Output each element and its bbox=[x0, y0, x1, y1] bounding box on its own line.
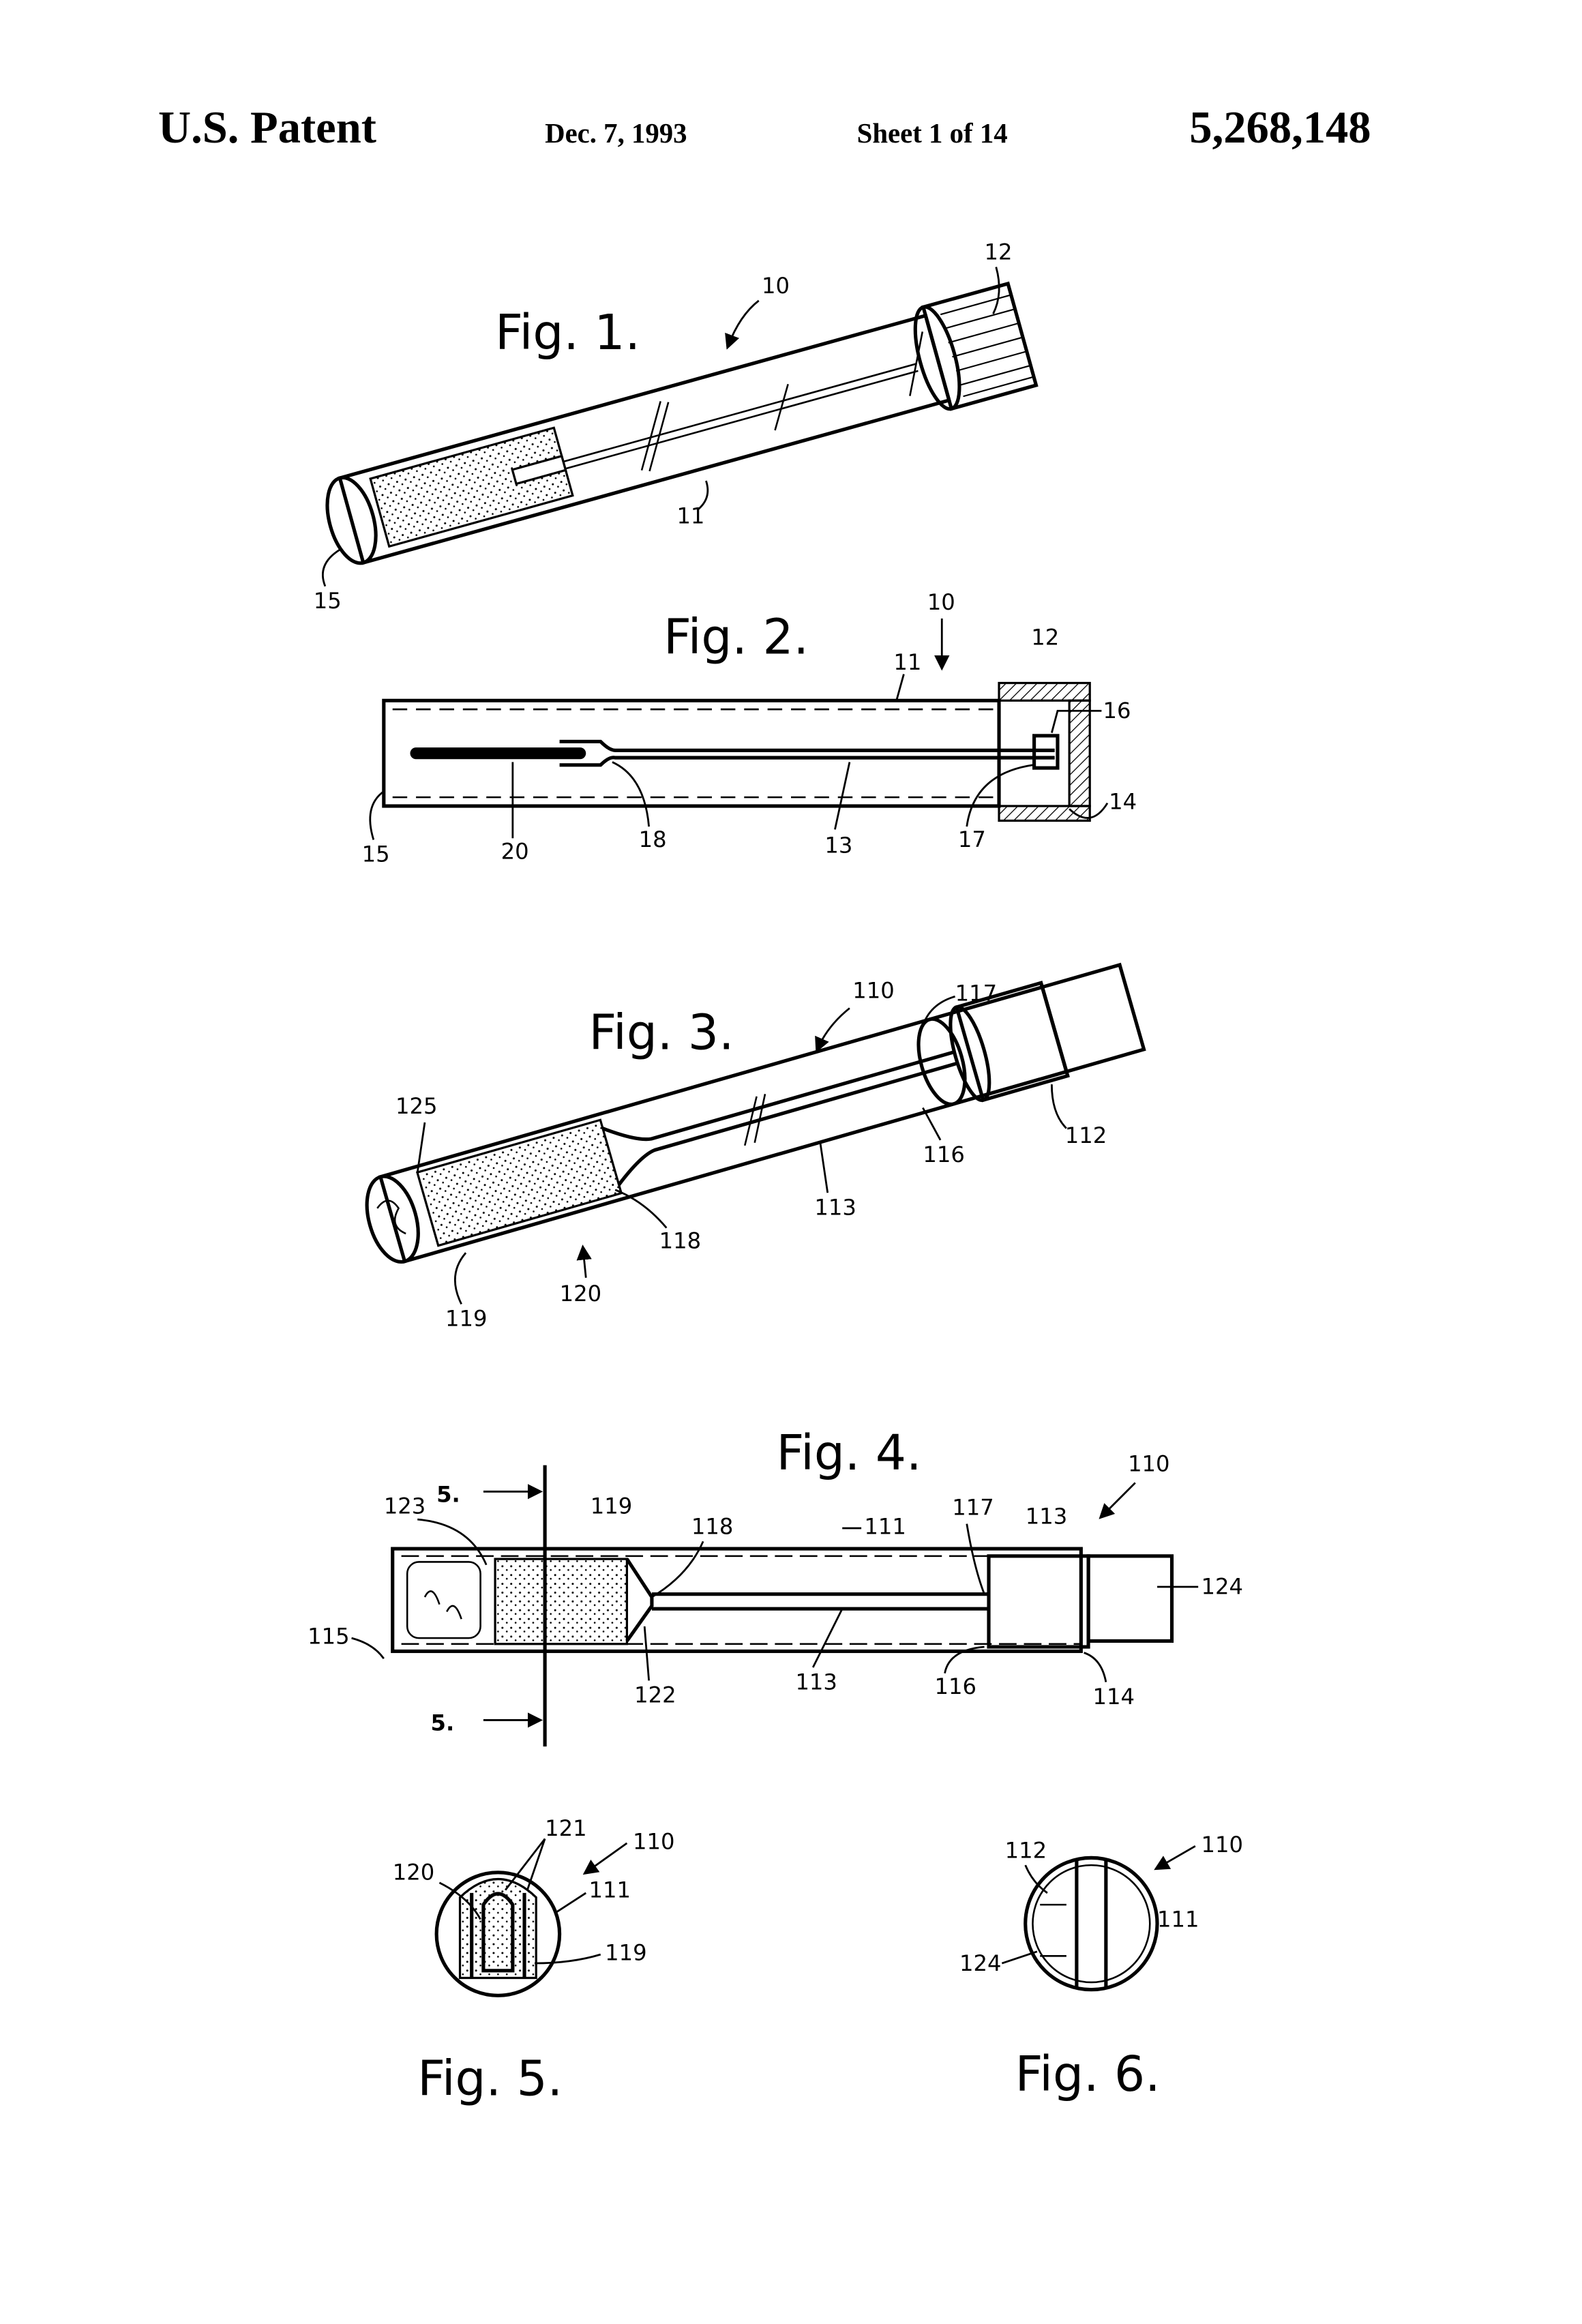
figure-1-title: Fig. 1. bbox=[495, 304, 640, 361]
label-119: 119 bbox=[605, 1940, 647, 1966]
figure-1: Fig. 1. 10 12 11 15 bbox=[314, 239, 1039, 614]
patent-date: Dec. 7, 1993 bbox=[545, 118, 687, 149]
swab-tube-perspective bbox=[365, 962, 1146, 1264]
label-112: 112 bbox=[1005, 1837, 1047, 1863]
label-110: 110 bbox=[633, 1828, 675, 1854]
label-15: 15 bbox=[314, 588, 342, 614]
cap bbox=[921, 281, 1039, 411]
label-124: 124 bbox=[1201, 1574, 1243, 1600]
label-119: 119 bbox=[591, 1493, 633, 1519]
label-16: 16 bbox=[1103, 698, 1131, 724]
label-110: 110 bbox=[1201, 1832, 1243, 1858]
label-17: 17 bbox=[958, 826, 986, 852]
label-14: 14 bbox=[1109, 788, 1137, 814]
figure-3: Fig. 3. 110 117 125 116 112 113 118 119 … bbox=[365, 962, 1146, 1332]
label-123: 123 bbox=[384, 1493, 426, 1519]
tube-section bbox=[382, 698, 1001, 808]
cross-section-circle bbox=[434, 1871, 562, 1997]
label-116: 116 bbox=[923, 1142, 965, 1167]
label-15: 15 bbox=[362, 841, 390, 867]
label-111: 111 bbox=[589, 1877, 631, 1903]
label-110: 110 bbox=[1128, 1450, 1170, 1476]
label-18: 18 bbox=[639, 826, 667, 852]
label-20: 20 bbox=[501, 838, 529, 864]
figure-6-title: Fig. 6. bbox=[1015, 2046, 1161, 2102]
label-114: 114 bbox=[1093, 1684, 1135, 1710]
label-118: 118 bbox=[659, 1228, 701, 1254]
cap-section bbox=[998, 681, 1091, 702]
label-115: 115 bbox=[308, 1624, 349, 1650]
label-124: 124 bbox=[959, 1950, 1002, 1976]
label-118: 118 bbox=[691, 1514, 734, 1540]
figure-5: 121 110 120 111 119 Fig. 5. bbox=[393, 1815, 675, 2106]
label-125: 125 bbox=[395, 1093, 438, 1119]
figure-5-title: Fig. 5. bbox=[417, 2050, 563, 2106]
sheet-number: Sheet 1 of 14 bbox=[857, 118, 1008, 149]
label-12: 12 bbox=[985, 239, 1013, 265]
ampoule bbox=[406, 1561, 481, 1639]
label-117: 117 bbox=[952, 1495, 994, 1521]
label-110: 110 bbox=[852, 977, 895, 1003]
tube-end bbox=[325, 475, 378, 565]
swab-head bbox=[410, 747, 586, 760]
sheet-header: U.S. Patent Dec. 7, 1993 Sheet 1 of 14 5… bbox=[158, 103, 1371, 153]
label-113: 113 bbox=[1026, 1504, 1068, 1530]
section-marker-5-top: 5. bbox=[436, 1481, 460, 1507]
patent-number: 5,268,148 bbox=[1189, 103, 1371, 153]
label-121: 121 bbox=[545, 1815, 587, 1841]
figure-2: Fig. 2. 10 12 11 16 14 15 20 18 13 17 bbox=[362, 589, 1137, 867]
label-119: 119 bbox=[445, 1306, 487, 1332]
label-111: 111 bbox=[864, 1514, 906, 1540]
patent-office-title: U.S. Patent bbox=[158, 103, 376, 153]
tube-end bbox=[365, 1174, 420, 1264]
swab-head bbox=[369, 426, 574, 548]
label-111: 111 bbox=[1157, 1906, 1199, 1932]
label-120: 120 bbox=[560, 1281, 602, 1307]
label-116: 116 bbox=[935, 1673, 977, 1699]
label-10: 10 bbox=[762, 273, 790, 299]
swab-tube-perspective bbox=[325, 281, 1039, 565]
label-11: 11 bbox=[893, 649, 921, 675]
figure-4: Fig. 4. 110 5. 5. 123 119 118 111 117 11… bbox=[308, 1425, 1243, 1747]
label-122: 122 bbox=[634, 1682, 676, 1708]
label-113: 113 bbox=[814, 1194, 856, 1220]
label-113: 113 bbox=[795, 1669, 837, 1695]
label-117: 117 bbox=[955, 981, 998, 1007]
tube-section bbox=[391, 1547, 1083, 1654]
label-120: 120 bbox=[393, 1860, 435, 1886]
cap bbox=[987, 1554, 1090, 1649]
figure-6: 112 110 111 124 Fig. 6. bbox=[959, 1832, 1243, 2102]
label-12: 12 bbox=[1031, 625, 1059, 651]
swab-head bbox=[415, 1118, 623, 1247]
label-10: 10 bbox=[927, 589, 955, 615]
cross-section-circle bbox=[1024, 1856, 1159, 1992]
figure-4-title: Fig. 4. bbox=[777, 1425, 922, 1481]
section-marker-5-bottom: 5. bbox=[431, 1710, 455, 1735]
label-112: 112 bbox=[1065, 1122, 1107, 1148]
figure-3-title: Fig. 3. bbox=[589, 1004, 734, 1061]
swab-head bbox=[494, 1558, 629, 1645]
figure-2-title: Fig. 2. bbox=[663, 609, 809, 666]
label-13: 13 bbox=[824, 833, 852, 859]
